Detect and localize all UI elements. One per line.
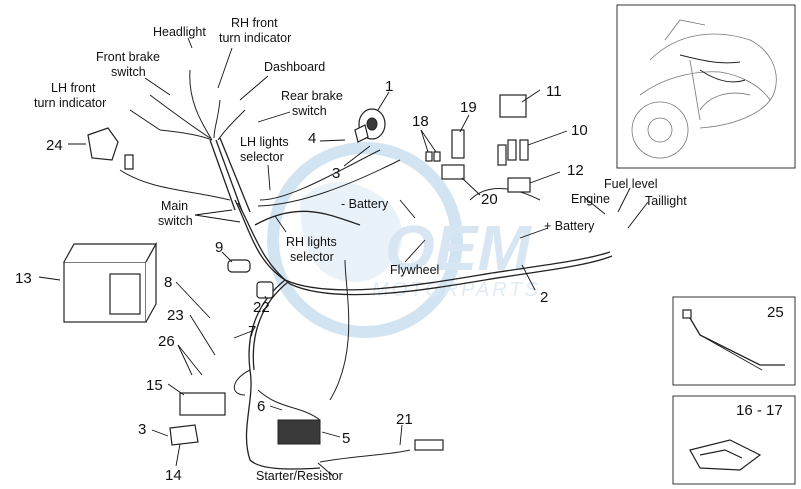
part-11-relay	[499, 94, 527, 118]
front-harness	[119, 69, 401, 213]
main-harness	[233, 187, 613, 470]
part-21-cable	[319, 439, 444, 463]
label-front-brake-1: Front brake	[96, 50, 160, 64]
label-lh-lights-1: LH lights	[240, 135, 289, 149]
number-16-17: 16 - 17	[736, 402, 783, 419]
part-1-horn	[354, 108, 386, 143]
part-13-battery	[63, 241, 158, 323]
label-taillight: Taillight	[645, 194, 687, 208]
number-11: 11	[546, 83, 562, 100]
number-2: 2	[540, 289, 548, 306]
label-plus-battery: + Battery	[544, 219, 595, 233]
number-9: 9	[215, 239, 223, 256]
number-3-bottom: 3	[138, 421, 146, 438]
number-15: 15	[146, 377, 163, 394]
part-18-fuses	[425, 151, 441, 162]
number-26: 26	[158, 333, 175, 350]
part-24-relay	[87, 127, 134, 170]
watermark-globe	[267, 142, 463, 338]
number-23: 23	[167, 307, 184, 324]
watermark-brand: OEM	[385, 212, 532, 284]
watermark: OEM MOTORPARTS	[267, 142, 541, 338]
part-15-coil	[179, 392, 226, 416]
label-rh-front-turn-2: turn indicator	[219, 31, 291, 45]
number-5: 5	[342, 430, 350, 447]
part-12-regulator	[507, 177, 531, 193]
part-10-connectors	[497, 139, 529, 166]
label-rear-brake-1: Rear brake	[281, 89, 343, 103]
number-19: 19	[460, 99, 477, 116]
number-13: 13	[15, 270, 32, 287]
number-14: 14	[165, 467, 182, 484]
label-fuel-level: Fuel level	[604, 177, 658, 191]
label-main-switch-2: switch	[158, 214, 193, 228]
label-main-switch-1: Main	[161, 199, 188, 213]
number-24: 24	[46, 137, 63, 154]
inset-part-25: 25	[672, 296, 796, 386]
label-dashboard: Dashboard	[264, 60, 325, 74]
label-headlight: Headlight	[153, 25, 206, 39]
leader-lines	[38, 37, 649, 477]
number-6: 6	[257, 398, 265, 415]
number-7: 7	[248, 323, 256, 340]
number-8: 8	[164, 274, 172, 291]
number-22: 22	[253, 299, 270, 316]
inset-motorcycle	[616, 4, 796, 169]
number-20: 20	[481, 191, 498, 208]
part-5-cdi	[277, 419, 321, 445]
label-minus-battery: - Battery	[341, 197, 389, 211]
part-numbers: 1 2 3 3 4 5 6 7 8 9 10 11 12 13 14 15 18…	[15, 78, 588, 484]
number-12: 12	[567, 162, 584, 179]
watermark-continents	[300, 182, 402, 282]
number-21: 21	[396, 411, 413, 428]
part-14-bracket	[169, 424, 199, 446]
label-rh-lights-1: RH lights	[286, 235, 337, 249]
number-3-top: 3	[332, 165, 340, 182]
number-1: 1	[385, 78, 393, 95]
label-flywheel: Flywheel	[390, 263, 439, 277]
part-19-fuse-holder	[441, 129, 465, 180]
label-lh-front-turn-1: LH front	[51, 81, 96, 95]
part-9-spark-plug-cap	[227, 259, 251, 273]
label-lh-lights-2: selector	[240, 150, 284, 164]
watermark-tagline: MOTORPARTS	[372, 279, 541, 301]
number-25: 25	[767, 304, 784, 321]
label-engine: Engine	[571, 192, 610, 206]
part-22-cap	[256, 281, 274, 299]
inset-part-16-17: 16 - 17	[672, 395, 796, 485]
number-18: 18	[412, 113, 429, 130]
label-starter-resistor: Starter/Resistor	[256, 469, 343, 483]
label-lh-front-turn-2: turn indicator	[34, 96, 106, 110]
number-10: 10	[571, 122, 588, 139]
number-4: 4	[308, 130, 316, 147]
label-rh-lights-2: selector	[290, 250, 334, 264]
label-rear-brake-2: switch	[292, 104, 327, 118]
label-front-brake-2: switch	[111, 65, 146, 79]
callout-labels: Headlight RH front turn indicator Front …	[34, 16, 687, 483]
label-rh-front-turn-1: RH front	[231, 16, 278, 30]
